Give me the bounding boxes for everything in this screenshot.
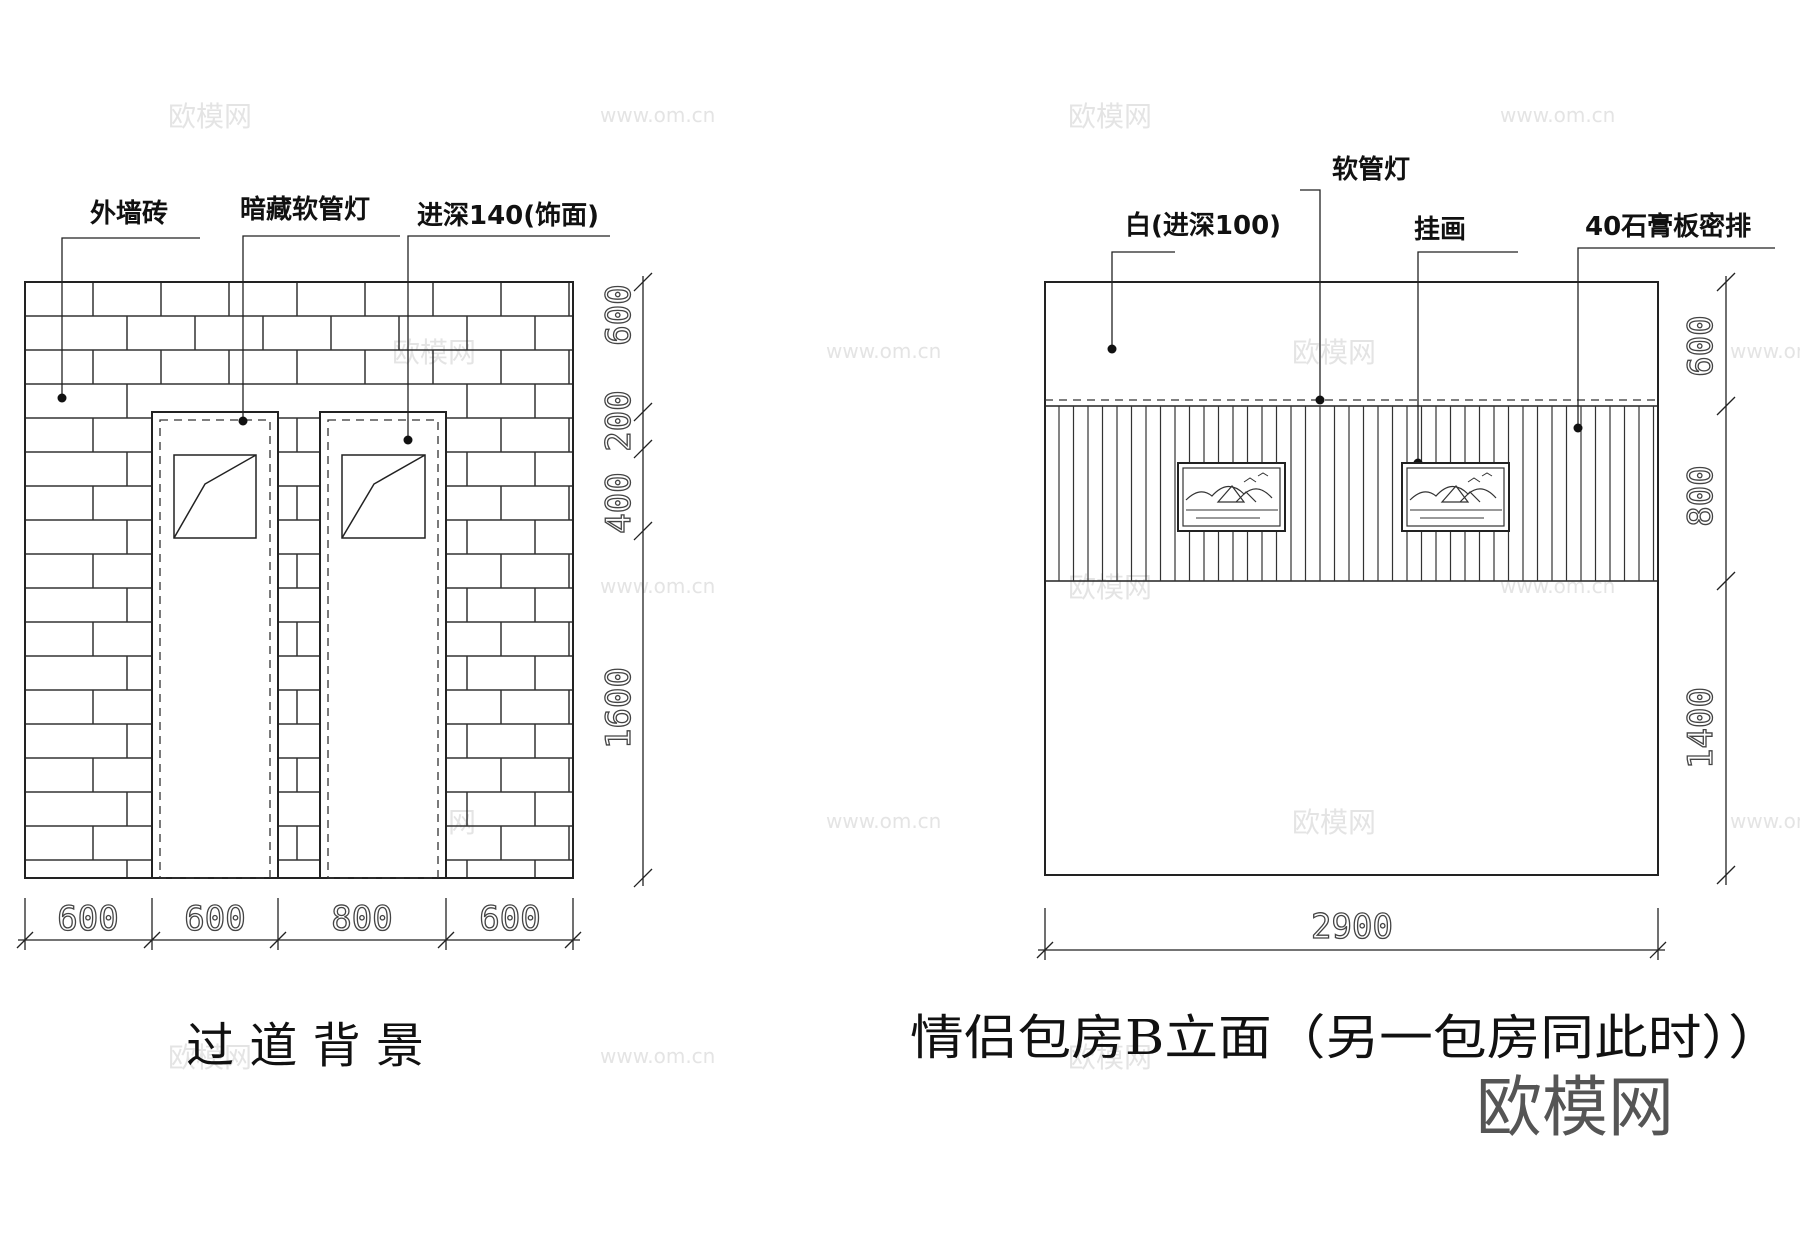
right-recess-panel bbox=[319, 411, 447, 879]
niche-right-mark bbox=[341, 454, 426, 539]
gypsum-slat-band bbox=[1058, 406, 1655, 581]
label-exterior-brick: 外墙砖 bbox=[90, 199, 168, 229]
dim-text-h-600: 600 bbox=[57, 899, 118, 939]
dim-text-h-2900: 2900 bbox=[1311, 907, 1393, 947]
leader-dot bbox=[1573, 423, 1583, 433]
brick-wall bbox=[25, 282, 573, 878]
niche-right bbox=[341, 454, 426, 539]
dim-tick bbox=[1649, 941, 1667, 959]
hanging-painting-right bbox=[1401, 462, 1510, 532]
leader-line bbox=[1300, 189, 1321, 400]
right-drawing-title: 情侣包房B立面（另一包房同此时）） bbox=[910, 1010, 1782, 1066]
watermark-url: www.om.cn bbox=[1730, 339, 1800, 363]
dim-tick bbox=[1716, 396, 1736, 416]
niche-left bbox=[173, 454, 257, 539]
dim-text-h-600: 600 bbox=[479, 899, 540, 939]
leader-dot bbox=[238, 416, 248, 426]
watermark-brand: 欧模网 bbox=[168, 100, 252, 133]
watermark-brand: 欧模网 bbox=[168, 1041, 252, 1074]
watermark-url: www.om.cn bbox=[1730, 809, 1800, 833]
dim-text-v-600: 600 bbox=[1681, 315, 1721, 376]
leader-line bbox=[407, 235, 610, 440]
dim-text-v-800: 800 bbox=[1681, 465, 1721, 526]
watermark-url: www.om.cn bbox=[1500, 574, 1615, 598]
left-elevation: 外墙砖 暗藏软管灯 进深140(饰面) 600 200 400 1600 bbox=[16, 195, 653, 1074]
watermark-url: www.om.cn bbox=[826, 809, 941, 833]
watermark-url: www.om.cn bbox=[1500, 103, 1615, 127]
watermark-url: www.om.cn bbox=[600, 1044, 715, 1068]
dim-tick bbox=[269, 931, 287, 949]
dim-text-v-200: 200 bbox=[599, 390, 639, 451]
niche-left-mark bbox=[173, 454, 257, 539]
label-gypsum-board: 40石膏板密排 bbox=[1585, 211, 1751, 242]
watermark-url: www.om.cn bbox=[826, 339, 941, 363]
dim-tick bbox=[633, 272, 653, 292]
dim-tick bbox=[633, 439, 653, 459]
watermark-brand: 欧模网 bbox=[1292, 336, 1376, 369]
dim-text-h-800: 800 bbox=[331, 899, 392, 939]
label-hose-light: 软管灯 bbox=[1332, 155, 1410, 185]
dim-tick bbox=[143, 931, 161, 949]
leader-line bbox=[1111, 251, 1175, 349]
watermark-url: www.om.cn bbox=[600, 574, 715, 598]
dim-text-v-1400: 1400 bbox=[1681, 687, 1721, 769]
dim-tick bbox=[633, 868, 653, 888]
left-drawing-title: 过 道 背 景 bbox=[186, 1018, 424, 1074]
watermark-brand: 欧模网 bbox=[1068, 1041, 1152, 1074]
dim-tick bbox=[437, 931, 455, 949]
dim-tick bbox=[1716, 865, 1736, 885]
dim-text-h-600: 600 bbox=[184, 899, 245, 939]
right-wall-outline bbox=[1044, 281, 1659, 876]
left-wall-outline bbox=[24, 281, 574, 879]
leader-line bbox=[61, 237, 200, 398]
leader-dot bbox=[57, 393, 67, 403]
dim-tick bbox=[633, 402, 653, 422]
right-elevation: 软管灯 白(进深100) 挂画 40石膏板密排 600 800 1400 290… bbox=[910, 155, 1782, 1066]
dim-tick bbox=[633, 521, 653, 541]
dim-tick bbox=[564, 931, 582, 949]
leader-line bbox=[1577, 247, 1775, 428]
watermark-brand: 欧模网 bbox=[1292, 806, 1376, 839]
leader-dot bbox=[1315, 395, 1325, 405]
hanging-painting-left bbox=[1177, 462, 1286, 532]
leader-dot bbox=[403, 435, 413, 445]
dim-tick bbox=[1716, 571, 1736, 591]
leader-line bbox=[242, 235, 400, 421]
label-depth-140: 进深140(饰面) bbox=[417, 201, 599, 231]
dim-tick bbox=[1036, 941, 1054, 959]
label-white-depth-100: 白(进深100) bbox=[1125, 210, 1281, 241]
label-hanging-painting: 挂画 bbox=[1414, 215, 1466, 245]
dim-tick bbox=[16, 931, 34, 949]
watermark-brand: 欧模网 bbox=[392, 336, 476, 369]
dim-text-v-600: 600 bbox=[599, 284, 639, 345]
label-hidden-hose-light: 暗藏软管灯 bbox=[240, 195, 370, 225]
dim-text-v-1600: 1600 bbox=[599, 667, 639, 749]
leader-dot bbox=[1107, 344, 1117, 354]
watermark-brand: 欧模网 bbox=[1068, 571, 1152, 604]
site-logo: 欧模网 bbox=[1476, 1069, 1674, 1146]
leader-line bbox=[1417, 251, 1518, 463]
hidden-light-line bbox=[327, 419, 439, 879]
dim-text-v-400: 400 bbox=[599, 472, 639, 533]
watermark-brand: 欧模网 bbox=[1068, 100, 1152, 133]
left-recess-panel bbox=[151, 411, 279, 879]
hidden-light-line bbox=[159, 419, 271, 879]
watermark-url: www.om.cn bbox=[600, 103, 715, 127]
dim-tick bbox=[1716, 272, 1736, 292]
